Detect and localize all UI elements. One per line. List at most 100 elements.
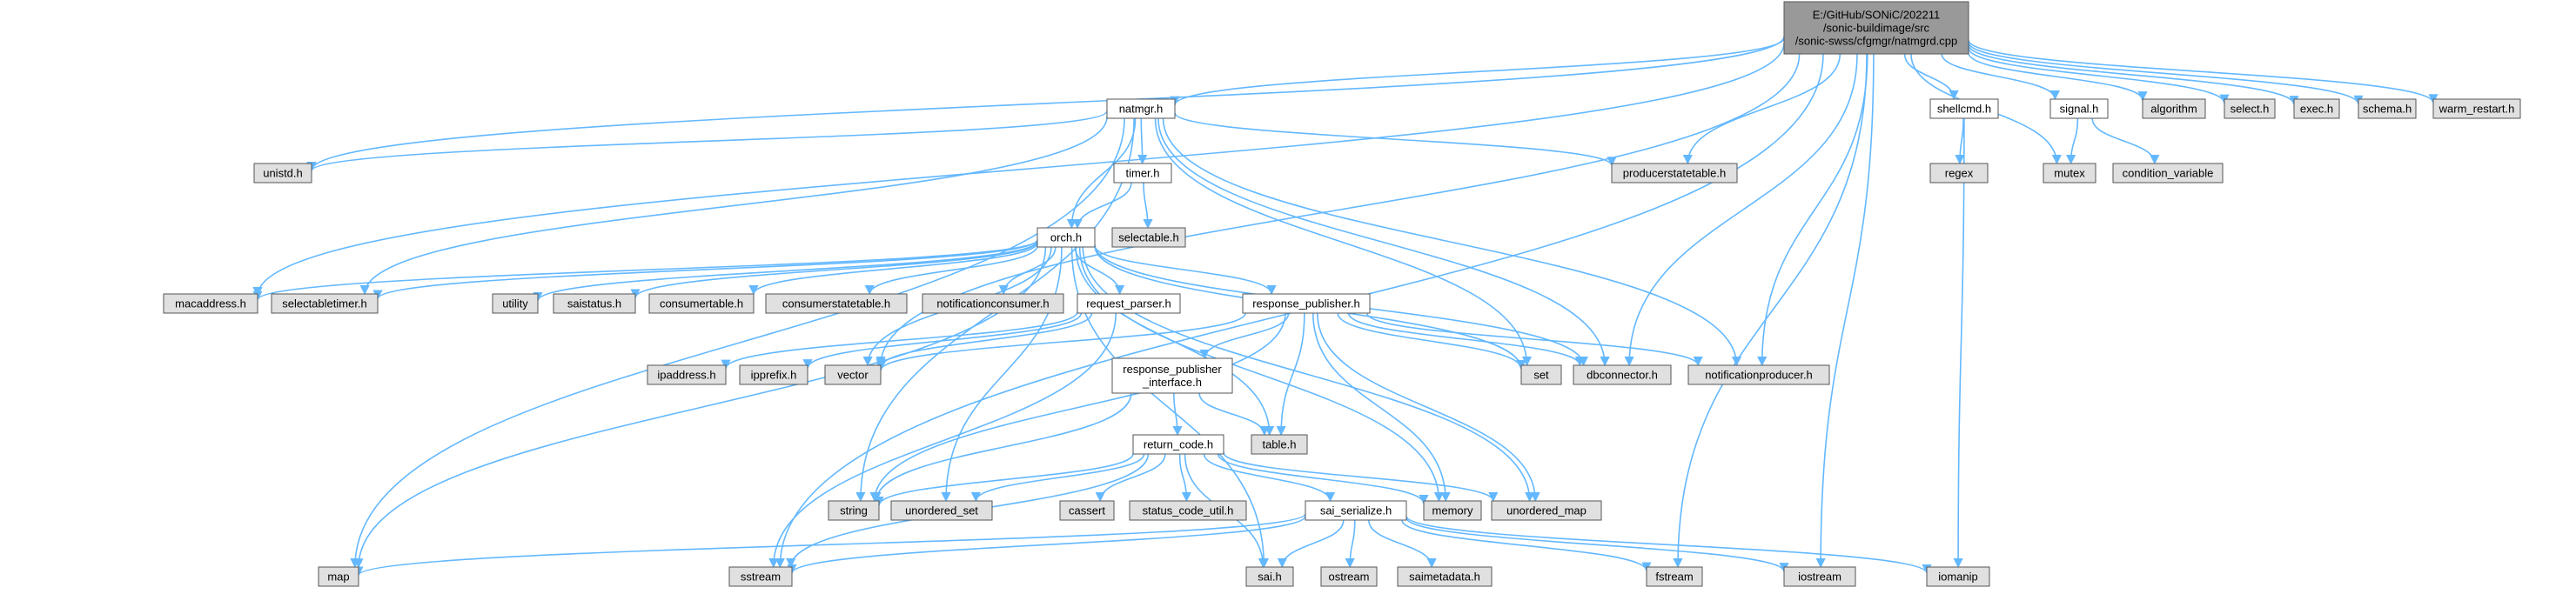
edge-resppub-to-vector xyxy=(875,312,1246,372)
node-string: string xyxy=(828,500,880,521)
edge-root-to-schema xyxy=(1968,42,2364,105)
node-ostream-label-0: ostream xyxy=(1329,570,1370,583)
node-producer-label-0: producerstatetable.h xyxy=(1623,166,1727,179)
node-ipprefix: ipprefix.h xyxy=(739,364,808,385)
edge-reqparser-to-ipaddress xyxy=(721,311,1078,370)
node-map-box xyxy=(318,566,359,587)
node-table-box xyxy=(1251,434,1308,455)
node-statuscode-box xyxy=(1129,500,1247,521)
node-fstream: fstream xyxy=(1646,566,1703,587)
node-warm-label-0: warm_restart.h xyxy=(2438,102,2515,115)
edge-resppub-to-unordmap xyxy=(1317,312,1540,503)
edge-natmgr-to-map xyxy=(350,117,1125,569)
node-root-label-0: E:/GitHub/SONiC/202211 xyxy=(1813,8,1940,21)
node-select: select.h xyxy=(2224,98,2276,119)
edge-root-to-fstream xyxy=(1673,53,1868,569)
node-consumerstate-label-0: consumerstatetable.h xyxy=(782,297,890,310)
node-unistd-box xyxy=(253,163,312,184)
node-iomanip: iomanip xyxy=(1926,566,1990,587)
node-natmgr-label-0: natmgr.h xyxy=(1119,102,1164,115)
edge-resppub-to-notifproducer xyxy=(1366,312,1703,367)
node-signal[interactable]: signal.h xyxy=(2049,98,2109,119)
edge-timer-to-selectable xyxy=(1143,182,1153,230)
node-ipaddress-box xyxy=(647,364,727,385)
edge-root-to-macaddress xyxy=(252,43,1785,297)
edge-shellcmd-to-iomanip xyxy=(1953,117,1965,569)
edge-rpi-to-retcode xyxy=(1172,392,1183,437)
node-orch[interactable]: orch.h xyxy=(1036,227,1096,248)
edge-resppub-to-memory xyxy=(1312,312,1451,503)
node-saimetadata-box xyxy=(1397,566,1493,587)
node-iostream-label-0: iostream xyxy=(1798,570,1841,583)
edge-root-to-natmgr xyxy=(1170,37,1785,106)
edge-root-to-select xyxy=(1968,47,2230,104)
edge-retcode-to-unordset xyxy=(970,453,1145,503)
node-iomanip-box xyxy=(1926,566,1990,587)
edges-layer xyxy=(252,36,2438,577)
node-string-box xyxy=(828,500,880,521)
node-selectabletimer-label-0: selectabletimer.h xyxy=(282,297,367,310)
node-timer[interactable]: timer.h xyxy=(1113,163,1172,184)
node-resppub[interactable]: response_publisher.h xyxy=(1242,293,1371,314)
edge-root-to-notifproducer xyxy=(1757,53,1868,367)
edge-root-to-signal xyxy=(1941,53,2060,101)
edge-root-to-iostream xyxy=(1815,53,1875,569)
nodes-layer: E:/GitHub/SONiC/202211/sonic-buildimage/… xyxy=(163,1,2521,587)
node-signal-box xyxy=(2049,98,2109,119)
node-shellcmd-label-0: shellcmd.h xyxy=(1937,102,1991,115)
node-retcode-box xyxy=(1132,434,1224,455)
node-regex-box xyxy=(1929,163,1989,184)
node-unordmap-box xyxy=(1491,500,1602,521)
edge-reqparser-to-ipprefix xyxy=(802,312,1083,370)
node-rpi-label-0: response_publisher xyxy=(1123,363,1222,376)
node-resppub-box xyxy=(1242,293,1371,314)
node-reqparser-box xyxy=(1077,293,1181,314)
edge-rpi-to-table xyxy=(1198,392,1270,437)
node-producer-box xyxy=(1611,163,1738,184)
node-reqparser[interactable]: request_parser.h xyxy=(1077,293,1181,314)
node-root[interactable]: E:/GitHub/SONiC/202211/sonic-buildimage/… xyxy=(1783,1,1969,55)
edge-retcode-to-unordmap xyxy=(1223,451,1499,503)
node-selectable: selectable.h xyxy=(1111,227,1186,248)
node-shellcmd[interactable]: shellcmd.h xyxy=(1929,98,1999,119)
node-macaddress-box xyxy=(163,293,258,314)
node-saimetadata-label-0: saimetadata.h xyxy=(1409,570,1480,583)
node-sstream: sstream xyxy=(728,566,793,587)
node-set-label-0: set xyxy=(1533,368,1549,381)
edge-retcode-to-string xyxy=(874,453,1134,507)
node-saimetadata: saimetadata.h xyxy=(1397,566,1493,587)
node-orch-box xyxy=(1036,227,1096,248)
node-macaddress-label-0: macaddress.h xyxy=(175,297,246,310)
node-select-box xyxy=(2224,98,2276,119)
node-condvar-label-0: condition_variable xyxy=(2123,166,2214,179)
node-rpi[interactable]: response_publisher_interface.h xyxy=(1111,357,1233,394)
edge-natmgr-to-dbconnector xyxy=(1157,117,1610,367)
node-sstream-label-0: sstream xyxy=(741,570,781,583)
node-selectabletimer: selectabletimer.h xyxy=(271,293,379,314)
edge-retcode-to-saiser xyxy=(1203,453,1336,503)
node-saistatus: saistatus.h xyxy=(553,293,636,314)
edge-resppub-to-set xyxy=(1337,312,1526,370)
node-dbconnector-box xyxy=(1573,364,1672,385)
edge-saiser-to-iomanip xyxy=(1405,516,1932,575)
node-retcode[interactable]: return_code.h xyxy=(1132,434,1224,455)
node-sai-box xyxy=(1245,566,1294,587)
node-ostream: ostream xyxy=(1320,566,1378,587)
node-algorithm-label-0: algorithm xyxy=(2150,102,2197,115)
node-ipaddress: ipaddress.h xyxy=(647,364,727,385)
node-fstream-box xyxy=(1646,566,1703,587)
edge-orch-to-resppub xyxy=(1094,244,1277,296)
node-cassert-box xyxy=(1059,500,1115,521)
node-natmgr[interactable]: natmgr.h xyxy=(1106,98,1176,119)
node-notifproducer: notificationproducer.h xyxy=(1687,364,1830,385)
node-producer: producerstatetable.h xyxy=(1611,163,1738,184)
node-ipprefix-label-0: ipprefix.h xyxy=(751,368,797,381)
node-statuscode-label-0: status_code_util.h xyxy=(1143,504,1234,517)
edge-retcode-to-statuscode xyxy=(1178,453,1191,503)
node-regex: regex xyxy=(1929,163,1989,184)
node-utility-label-0: utility xyxy=(502,297,528,310)
node-ostream-box xyxy=(1320,566,1378,587)
node-saiser[interactable]: sai_serialize.h xyxy=(1305,500,1407,521)
node-saistatus-label-0: saistatus.h xyxy=(567,297,621,310)
